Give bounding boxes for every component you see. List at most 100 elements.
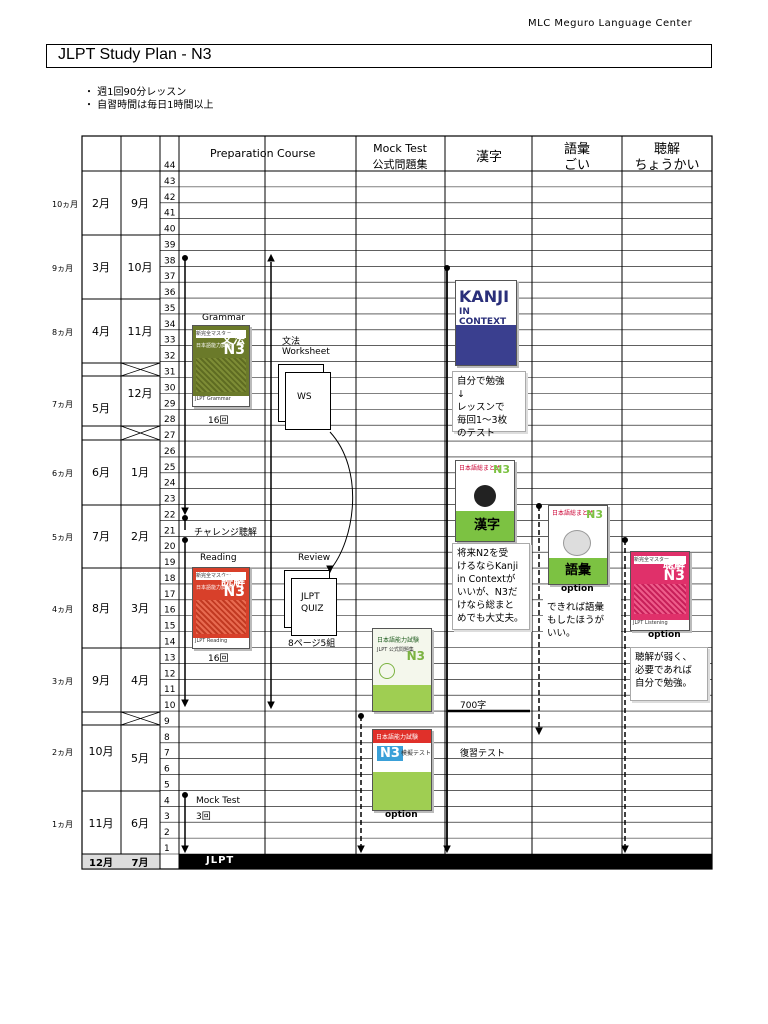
listening-book-title: 聴解 — [663, 558, 685, 571]
mock-official-book-sub: JLPT 公式問題集 — [377, 647, 414, 653]
calendar-month-a: 9月 — [92, 674, 110, 687]
grammar-book-sub: 日本語能力試験 — [196, 343, 232, 349]
row-number: 18 — [164, 574, 176, 584]
listening-book-cover: 新完全マスター 聴解 N3 JLPT Listening — [630, 551, 690, 631]
calendar-month-b: 4月 — [131, 674, 149, 687]
calendar-month-a: 5月 — [92, 402, 110, 415]
kanji-review-test: 復習テスト — [460, 749, 506, 759]
arrowhead — [181, 699, 189, 708]
calendar-month-a: 8月 — [92, 602, 110, 615]
quiz-page-front — [291, 578, 337, 636]
row-number: 43 — [164, 177, 175, 187]
arrowhead — [181, 507, 189, 516]
row-number: 39 — [164, 240, 176, 250]
arrowhead — [267, 701, 275, 710]
header-mock-1: Mock Test — [373, 142, 427, 155]
kanji-context-book-cover: KANJI IN CONTEXT — [455, 280, 517, 366]
worksheet-title-2: Worksheet — [282, 347, 330, 357]
header-kanji: 漢字 — [475, 150, 502, 165]
grammar-book-title: 文法 — [220, 332, 245, 346]
row-number: 1 — [164, 844, 170, 854]
vocab-book-title: 語彙 — [565, 563, 592, 578]
kanji-future-line-2: けるならKanji — [457, 561, 519, 572]
grammar-label: Grammar — [202, 313, 245, 323]
reading-book-cover: 新完全マスター 読解 N3 日本語能力試験 JLPT Reading — [192, 567, 250, 649]
worksheet-page-front — [285, 372, 331, 430]
row-number: 9 — [164, 717, 170, 727]
listening-book-top: 新完全マスター — [634, 556, 686, 564]
kanji-context-book-title: KANJI — [459, 287, 510, 306]
vocab-book-cover: 日本語総まとめ N3 語彙 — [548, 505, 608, 585]
row-number: 38 — [164, 256, 176, 266]
listening-note: 聴解が弱く、 必要であれば 自分で勉強。 — [630, 647, 708, 701]
row-number: 37 — [164, 272, 175, 282]
kanji-future-line-6: めでも大丈夫。 — [457, 613, 524, 624]
calendar-month-a: 10月 — [89, 745, 114, 758]
row-number: 36 — [164, 288, 176, 298]
months-remaining-label: 4ヵ月 — [52, 605, 73, 614]
row-number: 8 — [164, 733, 170, 743]
header-mock-2: 公式問題集 — [372, 158, 428, 171]
mock-option-book-sub: 模擬テスト — [401, 750, 432, 757]
reading-book-bottom: JLPT Reading — [193, 638, 249, 648]
months-remaining-label: 6ヵ月 — [52, 469, 73, 478]
mock-option-book-top: 日本語能力試験 — [373, 730, 431, 743]
title-box — [46, 44, 712, 68]
row-number: 32 — [164, 352, 175, 362]
row-number: 3 — [164, 812, 170, 822]
header-listening-1: 聴解 — [653, 142, 680, 157]
vocab-option-label: option — [561, 584, 594, 594]
row-number: 26 — [164, 447, 176, 457]
row-number: 27 — [164, 431, 175, 441]
listening-book-bottom: JLPT Listening — [631, 620, 689, 630]
header-listening-2: ちょうかい — [634, 158, 700, 173]
kanji-n3-book-cover: 日本語総まとめ N3 漢字 — [455, 460, 515, 542]
mock-test-label: Mock Test — [196, 796, 241, 806]
arrowhead — [267, 253, 275, 262]
kanji-self-line-3: レッスンで — [457, 402, 505, 413]
mock-option-label: option — [385, 810, 418, 820]
row-number: 22 — [164, 510, 175, 520]
reading-book-sub: 日本語能力試験 — [196, 585, 232, 591]
months-remaining-label: 10ヵ月 — [52, 200, 78, 209]
bullet-lesson: ・ 週1回90分レッスン — [84, 87, 187, 98]
row-number: 2 — [164, 828, 170, 838]
calendar-month-a: 4月 — [92, 325, 110, 338]
months-remaining-label: 2ヵ月 — [52, 748, 73, 757]
row-number: 41 — [164, 209, 175, 219]
months-remaining-label: 3ヵ月 — [52, 677, 73, 686]
jlpt-footer-label: JLPT — [206, 855, 235, 866]
grammar-book-cover: 新完全マスター 文法 N3 日本語能力試験 JLPT Grammar — [192, 325, 250, 407]
kanji-n3-book-level: N3 — [493, 463, 510, 476]
kanji-self-line-4: 毎回1～3枚 — [457, 415, 508, 426]
kanji-future-note: 将来N2を受 けるならKanji in Contextが いいが、N3だ けなら… — [452, 543, 530, 630]
reading-book-top: 新完全マスター — [196, 572, 246, 580]
reading-book-level: N3 — [223, 584, 245, 600]
reading-label: Reading — [200, 553, 237, 563]
row-number: 28 — [164, 415, 176, 425]
vocab-note: できれば語彙 もしたほうが いい。 — [543, 598, 621, 646]
kanji-future-line-5: けなら総まと — [457, 600, 515, 611]
calendar-month-b: 6月 — [131, 817, 149, 830]
grammar-book-bottom: JLPT Grammar — [193, 396, 249, 406]
vocab-note-line-1: できれば語彙 — [547, 602, 605, 613]
row-number: 17 — [164, 590, 175, 600]
calendar-month-b: 9月 — [131, 197, 149, 210]
quiz-sets: 8ページ5組 — [288, 639, 336, 649]
row-number: 15 — [164, 622, 175, 632]
listening-option-label: option — [648, 630, 681, 640]
reading-book-title: 読解 — [220, 574, 245, 588]
calendar-month-b: 7月 — [132, 857, 149, 869]
kanji-future-line-4: いいが、N3だ — [457, 587, 518, 598]
calendar-month-b: 3月 — [131, 602, 149, 615]
listening-note-line-1: 聴解が弱く、 — [635, 652, 693, 663]
row-number: 5 — [164, 780, 170, 790]
row-number: 31 — [164, 367, 175, 377]
arrowhead — [181, 845, 189, 854]
listening-note-line-2: 必要であれば — [635, 665, 692, 676]
jlpt-footer-bar — [179, 854, 712, 869]
calendar-month-b: 1月 — [131, 466, 149, 479]
row-number: 24 — [164, 479, 176, 489]
review-label: Review — [298, 553, 331, 563]
